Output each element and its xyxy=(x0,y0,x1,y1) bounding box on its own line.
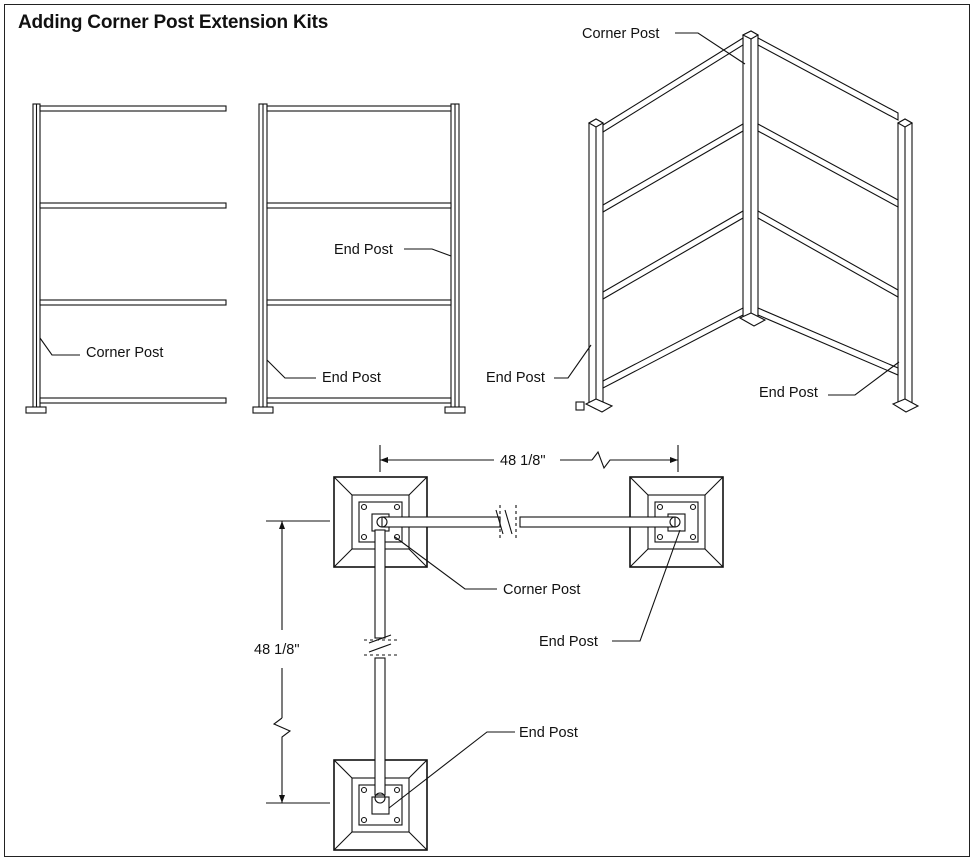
plan-view: 48 1/8" 48 1/8" Corner Post End Post End… xyxy=(254,445,724,851)
label-end-post-middle-upper: End Post xyxy=(334,242,393,258)
base-plate xyxy=(25,406,47,414)
dimension-horizontal: 48 1/8" xyxy=(500,453,545,469)
left-elevation-panel: Corner Post xyxy=(25,103,227,414)
isometric-corner-view: Corner Post End Post End Post xyxy=(486,26,920,413)
label-end-post-plan-right: End Post xyxy=(539,634,598,650)
dimension-vertical: 48 1/8" xyxy=(254,642,299,658)
diagram-title: Adding Corner Post Extension Kits xyxy=(18,12,329,33)
rail-2 xyxy=(39,202,227,209)
label-corner-post-left: Corner Post xyxy=(86,345,163,361)
label-end-post-plan-bottom: End Post xyxy=(519,725,578,741)
rail-3 xyxy=(39,299,227,306)
middle-elevation-panel: End Post End Post xyxy=(252,103,466,414)
rail-top xyxy=(39,105,227,112)
diagram-frame xyxy=(4,4,970,857)
label-corner-post-plan: Corner Post xyxy=(503,582,580,598)
label-end-post-middle-lower: End Post xyxy=(322,370,381,386)
rail-bottom xyxy=(39,397,227,404)
label-end-post-iso-right: End Post xyxy=(759,385,818,401)
label-end-post-iso-left: End Post xyxy=(486,370,545,386)
label-corner-post-iso: Corner Post xyxy=(582,26,659,42)
